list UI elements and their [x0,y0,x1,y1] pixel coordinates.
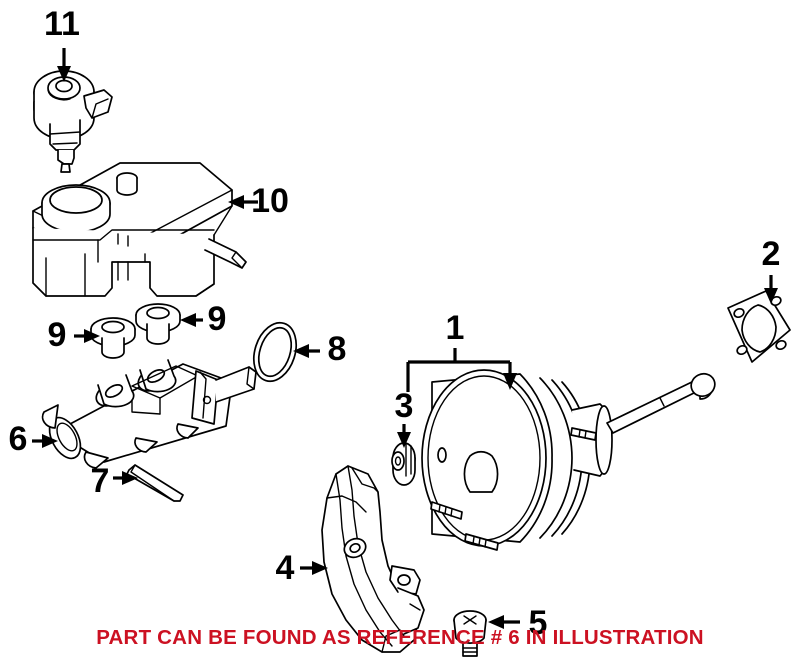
part-brake-master-cylinder [41,359,257,469]
callout-label-5: 5 [529,604,548,642]
callout-label-3: 3 [395,387,414,425]
part-brake-fluid-reservoir [32,162,247,297]
booster-stud-lower [464,533,499,551]
part-booster-grommet [391,442,416,486]
part-master-cylinder-o-ring [252,321,298,383]
callout-label-8: 8 [328,330,347,368]
callout-label-10: 10 [251,182,289,220]
part-mounting-bolt [453,610,487,657]
leader-2 [764,275,778,304]
callout-label-11: 11 [44,5,80,43]
part-booster-mounting-gasket [727,290,791,363]
part-reservoir-cap-level-sensor [33,70,113,173]
leader-6 [32,434,58,448]
booster-stud-upper [430,501,463,520]
callout-label-6: 6 [9,420,28,458]
leader-11 [57,48,71,82]
callout-label-9-right: 9 [208,300,227,338]
callout-label-1: 1 [446,309,465,347]
leader-7 [113,471,138,485]
leader-1 [406,348,517,392]
leader-8 [293,344,320,358]
part-retaining-pin [126,464,184,502]
callout-label-9-left: 9 [48,316,67,354]
part-heat-shield [321,465,425,653]
leader-9-right [180,313,203,327]
part-reservoir-grommet-left [90,317,136,359]
callout-label-4: 4 [276,549,295,587]
callout-label-2: 2 [762,235,781,273]
part-reservoir-grommet-right [135,303,181,345]
leader-5 [488,615,520,629]
leader-9-left [74,329,100,343]
leader-3 [397,424,411,448]
callout-label-7: 7 [91,462,110,500]
leader-10 [228,195,258,209]
part-brake-booster [421,369,716,551]
leader-4 [300,561,328,575]
